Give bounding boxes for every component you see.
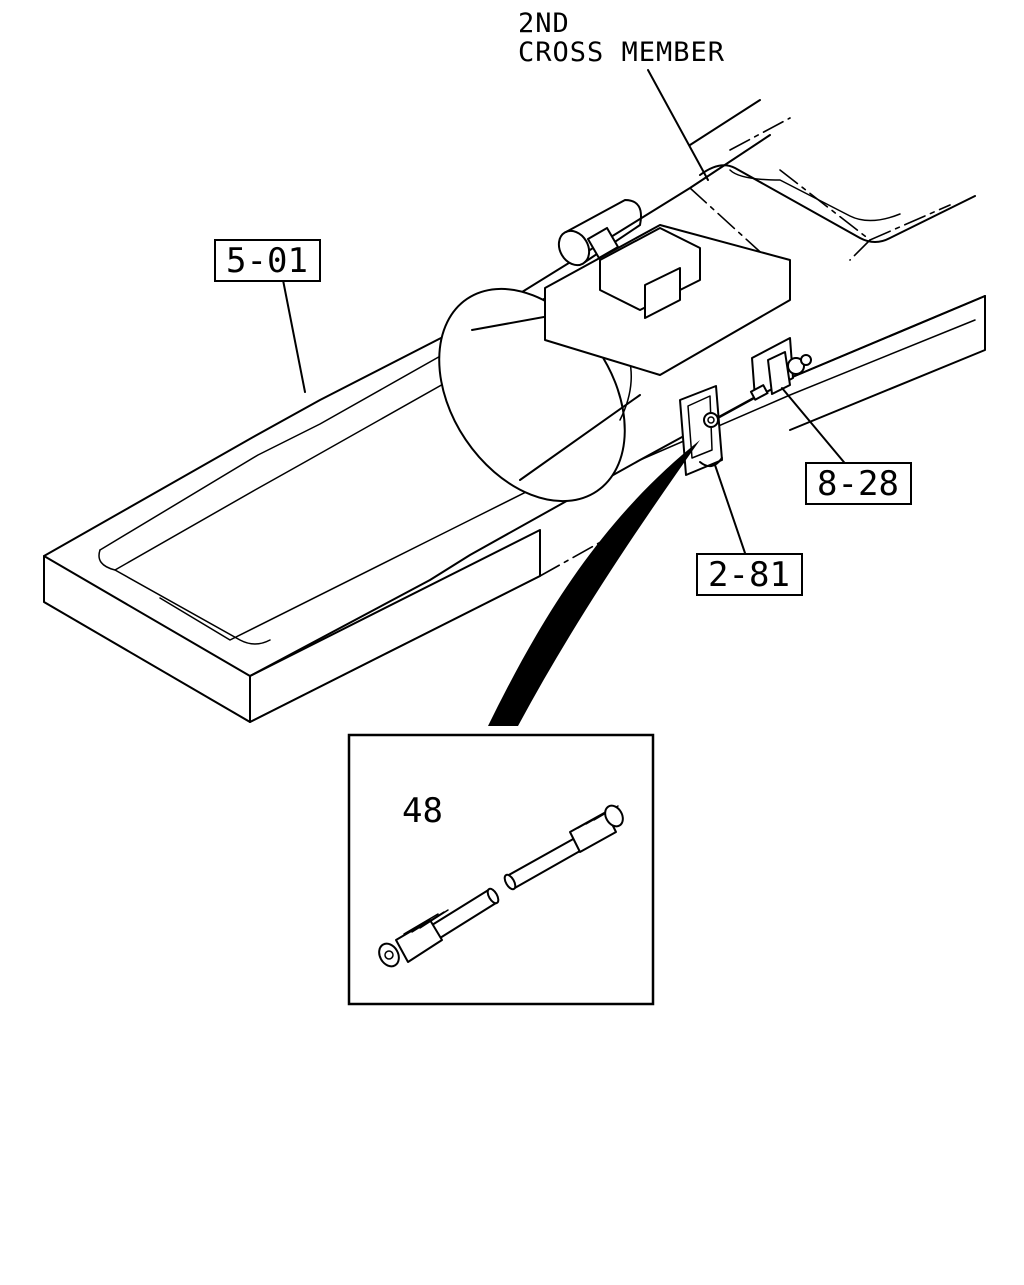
bracket-nut-hole bbox=[707, 416, 715, 424]
upper-fitting-end bbox=[604, 804, 624, 828]
pipe-upper-segment bbox=[506, 837, 581, 890]
leader-8-28 bbox=[781, 387, 849, 468]
pipe-cut-end-1 bbox=[486, 887, 500, 905]
ref-box-2-81 bbox=[696, 553, 803, 596]
dash-e bbox=[689, 187, 871, 271]
pipe-with-fittings bbox=[378, 804, 624, 968]
ref-box-8-28 bbox=[805, 462, 912, 505]
part-number-48: 48 bbox=[402, 791, 443, 831]
ref-label-5-01: 5-01 bbox=[226, 241, 308, 281]
leader-5-01 bbox=[282, 279, 306, 393]
bracket-nut bbox=[703, 412, 719, 428]
label-cross-member: CROSS MEMBER bbox=[518, 37, 725, 68]
dash-c bbox=[689, 134, 771, 189]
sensor-assembly bbox=[717, 337, 812, 419]
callout-8-28: 8-28 bbox=[805, 462, 912, 505]
cylinder-end bbox=[557, 229, 591, 267]
second-cross-member-lower bbox=[729, 169, 901, 222]
cylinder-clip bbox=[586, 226, 620, 260]
ref-box-5-01 bbox=[214, 239, 321, 282]
sensor-fitting-2 bbox=[800, 354, 812, 366]
lower-fitting-body bbox=[395, 919, 443, 963]
ref-label-2-81: 2-81 bbox=[708, 555, 790, 595]
lower-fitting-end bbox=[378, 942, 400, 968]
rail-outer-edge bbox=[789, 295, 986, 379]
mounting-bracket bbox=[679, 385, 723, 476]
callout-cross-member: 2ND CROSS MEMBER bbox=[518, 8, 725, 68]
lower-fitting-threads bbox=[403, 909, 449, 935]
pipe-lower-segment bbox=[431, 888, 497, 939]
front-crossmember bbox=[98, 549, 271, 645]
bracket-inner bbox=[687, 395, 713, 459]
bracket-lip bbox=[699, 457, 723, 468]
frame-right-face bbox=[249, 529, 541, 723]
leader-cross-member bbox=[647, 69, 709, 181]
valve-face bbox=[644, 267, 681, 319]
dash-b bbox=[249, 575, 541, 723]
cylinder-body bbox=[565, 199, 642, 263]
pipe-nut bbox=[749, 384, 769, 401]
callout-2-81: 2-81 bbox=[696, 553, 803, 596]
frame-front-face bbox=[43, 555, 251, 723]
air-tank bbox=[438, 199, 791, 503]
detail-callout-swoosh bbox=[488, 440, 700, 726]
detail-box: 48 bbox=[347, 733, 655, 1006]
second-cross-member bbox=[689, 99, 976, 243]
ref-label-8-28: 8-28 bbox=[817, 464, 899, 504]
left-rail-inner-2 bbox=[114, 351, 501, 571]
right-rail-inner bbox=[159, 444, 621, 641]
leader-2-81 bbox=[714, 464, 747, 557]
lower-fitting-bore bbox=[384, 950, 394, 960]
pipe-cut-end-2 bbox=[503, 873, 517, 891]
sensor-body bbox=[767, 351, 791, 395]
dash-a bbox=[43, 601, 251, 723]
label-2nd: 2ND bbox=[518, 8, 570, 39]
right-rail-end bbox=[789, 295, 986, 431]
sensor-pipe bbox=[717, 394, 761, 419]
sensor-fitting bbox=[787, 357, 805, 375]
callout-5-01: 5-01 bbox=[214, 239, 321, 282]
